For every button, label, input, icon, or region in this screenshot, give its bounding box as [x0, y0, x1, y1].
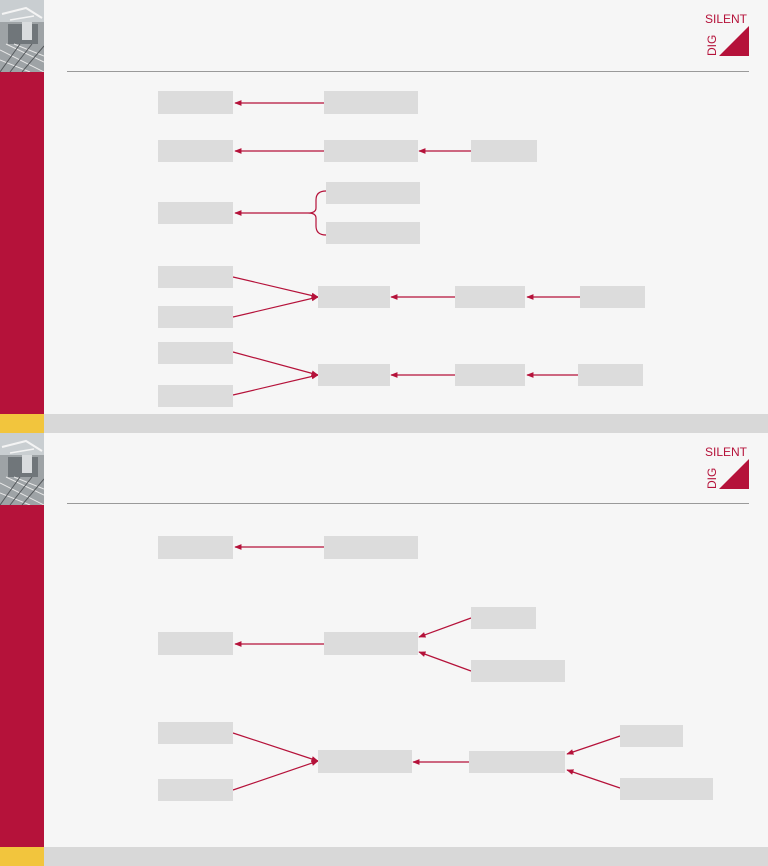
header-photo — [0, 433, 44, 505]
edge-s1-n9-n11 — [232, 276, 319, 299]
edge-s1-n14-n16 — [232, 351, 319, 377]
logo-word-silent: SILENT — [705, 445, 748, 459]
header-rule — [67, 71, 749, 72]
node-s2-n11 — [620, 725, 683, 747]
node-s1-n2 — [324, 91, 418, 114]
edge-s2-n8-n9 — [232, 760, 319, 791]
node-s2-n3 — [158, 632, 233, 655]
logo-word-silent: SILENT — [705, 12, 748, 26]
silent-dig-logo: SILENT DIG — [705, 445, 749, 489]
footer-accent — [0, 847, 44, 866]
node-s2-n12 — [620, 778, 713, 800]
node-s1-n7 — [326, 182, 420, 204]
footer-bar — [44, 847, 768, 866]
footer-bar — [44, 414, 768, 433]
node-s2-n1 — [158, 536, 233, 559]
diagram-1 — [158, 91, 645, 407]
node-s2-n10 — [469, 751, 565, 773]
node-s1-n9 — [158, 266, 233, 288]
edge-s1-n15-n16 — [232, 373, 319, 396]
edge-s2-n6-n4 — [418, 651, 472, 672]
group-brace-s1 — [307, 190, 327, 236]
node-s1-n6 — [158, 202, 233, 224]
node-s1-n12 — [455, 286, 525, 308]
node-s1-n16 — [318, 364, 390, 386]
node-s1-n11 — [318, 286, 390, 308]
edge-s1-n10-n11 — [232, 295, 319, 318]
node-s1-n13 — [580, 286, 645, 308]
node-s1-n8 — [326, 222, 420, 244]
node-s2-n2 — [324, 536, 418, 559]
edge-s2-n7-n9 — [232, 732, 319, 762]
node-s2-n5 — [471, 607, 536, 629]
node-s1-n1 — [158, 91, 233, 114]
diagram-2 — [158, 536, 713, 801]
slide-1: SILENT DIG — [0, 0, 768, 433]
node-s1-n4 — [324, 140, 418, 162]
edge-s2-n12-n10 — [566, 769, 621, 789]
logo-word-dig: DIG — [705, 468, 719, 489]
node-s1-n3 — [158, 140, 233, 162]
footer-accent — [0, 414, 44, 433]
node-s1-n15 — [158, 385, 233, 407]
logo-word-dig: DIG — [705, 35, 719, 56]
node-s1-n10 — [158, 306, 233, 328]
silent-dig-logo: SILENT DIG — [705, 12, 749, 56]
node-s2-n7 — [158, 722, 233, 744]
node-s2-n6 — [471, 660, 565, 682]
slide-2: SILENT DIG — [0, 433, 768, 866]
node-s2-n4 — [324, 632, 418, 655]
edge-s2-n11-n10 — [566, 735, 621, 755]
header-photo — [0, 0, 44, 72]
node-s2-n9 — [318, 750, 412, 773]
node-s1-n14 — [158, 342, 233, 364]
edge-s2-n5-n4 — [418, 617, 472, 638]
header-rule — [67, 503, 749, 504]
node-s2-n8 — [158, 779, 233, 801]
node-s1-n5 — [471, 140, 537, 162]
node-s1-n18 — [578, 364, 643, 386]
node-s1-n17 — [455, 364, 525, 386]
